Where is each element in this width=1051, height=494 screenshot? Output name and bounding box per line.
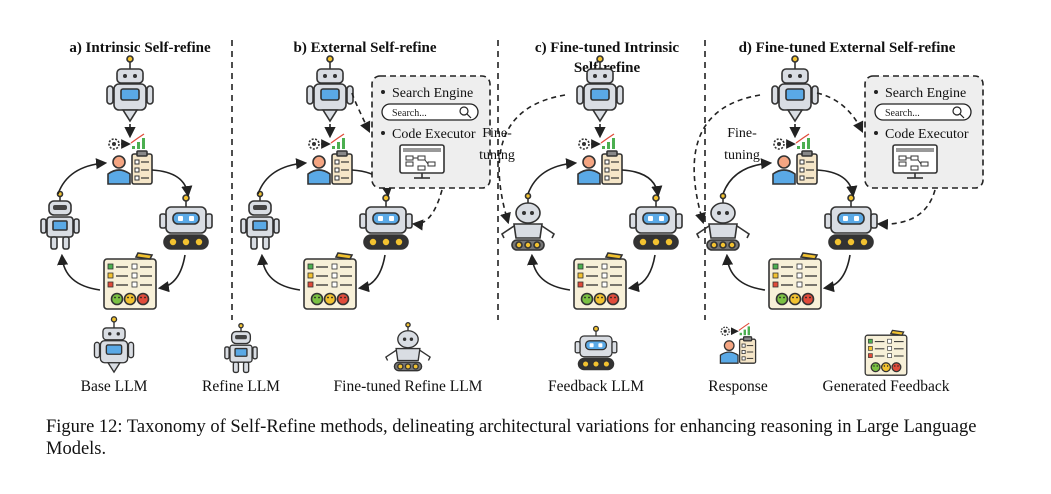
search-icon <box>952 106 962 116</box>
arrow-feedback-llm-to-feedback <box>822 254 851 293</box>
generated-feedback-icon <box>768 252 822 310</box>
panels: a) Intrinsic Self-refine b) External Self… <box>40 40 984 310</box>
arrow-tools-to-feedback-llm <box>876 189 936 230</box>
search-box <box>381 103 479 121</box>
legend: Base LLM Refine LLM Fine-tuned Refine LLM F… <box>81 316 950 395</box>
search-icon <box>459 106 469 116</box>
arrow-finetuning <box>693 94 761 225</box>
arrow-feedback-to-refine <box>527 253 571 291</box>
code-executor-icon <box>399 144 445 179</box>
legend-label: Feedback LLM <box>548 378 644 395</box>
arrow-feedback-llm-to-feedback <box>157 254 186 293</box>
panel-title: d) Fine-tuned External Self-refine <box>739 40 956 56</box>
response-icon <box>772 133 818 185</box>
legend-item-finetuned: Fine-tuned Refine LLM <box>334 321 483 395</box>
arrow-feedback-to-refine <box>57 253 101 291</box>
legend-item-feedback: Feedback LLM <box>548 325 644 395</box>
response-icon <box>107 133 153 185</box>
legend-item-refine: Refine LLM <box>202 322 280 395</box>
finetuned-refine-llm-icon <box>695 192 751 251</box>
legend-item-base: Base LLM <box>81 316 148 395</box>
arrow-tools-to-feedback-llm <box>411 189 443 231</box>
code-executor-label: Code Executor <box>885 127 969 142</box>
panel-a: a) Intrinsic Self-refine <box>40 40 213 310</box>
figure-caption: Figure 12: Taxonomy of Self-Refine metho… <box>46 417 977 459</box>
arrow-feedback-to-refine <box>257 253 301 291</box>
feedback-llm-icon <box>629 194 683 250</box>
generated-feedback-icon <box>864 329 908 376</box>
search-engine-label: Search Engine <box>885 86 966 101</box>
finetuned-refine-llm-icon <box>385 321 431 372</box>
legend-item-response: Response <box>708 322 768 395</box>
generated-feedback-icon <box>103 252 157 310</box>
legend-label: Base LLM <box>81 378 148 395</box>
arrow-feedback-to-refine <box>722 253 766 291</box>
legend-item-generated: Generated Feedback <box>823 329 950 395</box>
arrow-refine-to-response <box>57 158 108 195</box>
base-llm-icon <box>576 55 624 123</box>
base-llm-icon <box>306 55 354 123</box>
response-icon <box>307 133 353 185</box>
search-engine-label: Search Engine <box>392 86 473 101</box>
panel-title: b) External Self-refine <box>293 40 436 56</box>
code-executor-icon <box>892 144 938 179</box>
base-llm-icon <box>771 55 819 123</box>
arrow-feedback-llm-to-feedback <box>627 254 656 293</box>
arrow-base-to-tools <box>351 92 371 134</box>
generated-feedback-icon <box>303 252 357 310</box>
response-icon <box>577 133 623 185</box>
finetuning-label: tuning <box>479 148 515 163</box>
feedback-llm-icon <box>824 194 878 250</box>
feedback-llm-icon <box>359 194 413 250</box>
base-llm-icon <box>93 316 135 374</box>
feedback-llm-icon <box>159 194 213 250</box>
finetuning-label: tuning <box>724 148 760 163</box>
refine-llm-icon <box>40 190 80 250</box>
legend-label: Generated Feedback <box>823 378 950 395</box>
base-llm-icon <box>106 55 154 123</box>
arrow-base-to-tools <box>816 92 864 134</box>
arrow-refine-to-response <box>722 158 773 195</box>
feedback-llm-icon <box>574 325 618 371</box>
finetuning-label: Fine- <box>727 126 757 141</box>
panel-title: a) Intrinsic Self-refine <box>69 40 211 56</box>
search-box <box>874 103 972 121</box>
refine-llm-icon <box>224 322 258 374</box>
response-icon <box>719 322 757 364</box>
finetuned-refine-llm-icon <box>500 192 556 251</box>
panel-separators <box>231 40 706 320</box>
search-placeholder: Search... <box>885 108 920 119</box>
arrow-response-to-feedback-llm <box>151 169 193 198</box>
finetuning-label: Fine- <box>482 126 512 141</box>
arrow-finetuning <box>498 94 566 225</box>
search-placeholder: Search... <box>392 108 427 119</box>
arrow-response-to-feedback-llm <box>621 169 663 198</box>
arrow-feedback-llm-to-feedback <box>357 254 386 293</box>
generated-feedback-icon <box>573 252 627 310</box>
legend-label: Response <box>708 378 768 395</box>
legend-label: Fine-tuned Refine LLM <box>334 378 483 395</box>
panel-d: d) Fine-tuned External Self-refineFine-t… <box>693 40 984 310</box>
arrow-refine-to-response <box>257 158 308 195</box>
self-refine-diagram: a) Intrinsic Self-refine b) External Self… <box>40 40 984 395</box>
arrow-response-to-feedback-llm <box>816 169 858 198</box>
arrow-refine-to-response <box>527 158 578 195</box>
refine-llm-icon <box>240 190 280 250</box>
code-executor-label: Code Executor <box>392 127 476 142</box>
panel-c: c) Fine-tuned IntrinsicSelf-refineFine-t… <box>479 40 683 310</box>
panel-title: c) Fine-tuned Intrinsic <box>535 40 680 56</box>
legend-label: Refine LLM <box>202 378 280 395</box>
